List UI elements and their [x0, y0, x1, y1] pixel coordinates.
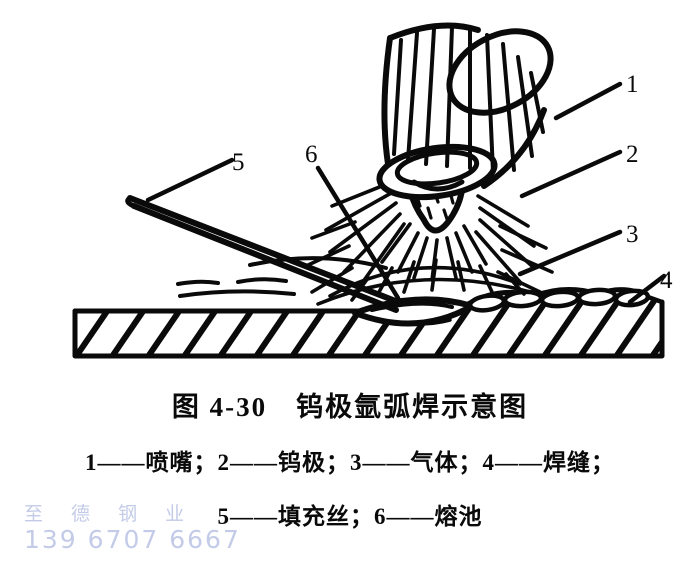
watermark-company: 至 德 钢 业: [24, 503, 196, 525]
figure-legend-line-1: 1——喷嘴；2——钨极；3——气体；4——焊缝；: [85, 450, 615, 475]
callout-label-6: 6: [305, 141, 318, 168]
filler-wire: [125, 195, 401, 313]
callout-label-5: 5: [232, 149, 245, 176]
callout-label-1: 1: [626, 71, 639, 98]
leader-line-2: [519, 149, 623, 199]
callout-leaders: [145, 81, 667, 305]
nozzle: [376, 22, 570, 201]
watermark-phone: 139 6707 6667: [24, 525, 241, 555]
leader-line-1: [553, 81, 623, 121]
shielding-gas-arc: [304, 180, 554, 306]
callout-label-4: 4: [660, 267, 673, 294]
callout-label-2: 2: [626, 141, 639, 168]
watermark: 至 德 钢 业 139 6707 6667: [24, 503, 241, 555]
leader-line-6: [315, 165, 401, 301]
leader-line-5: [145, 157, 235, 203]
figure-legend-line-2: 5——填充丝；6——熔池: [217, 504, 483, 529]
gas-flow-dashes: [176, 256, 388, 298]
leader-line-4: [627, 273, 667, 305]
leader-line-3: [517, 229, 623, 277]
callout-label-3: 3: [626, 221, 639, 248]
figure-title: 图 4-30 钨极氩弧焊示意图: [171, 392, 529, 422]
